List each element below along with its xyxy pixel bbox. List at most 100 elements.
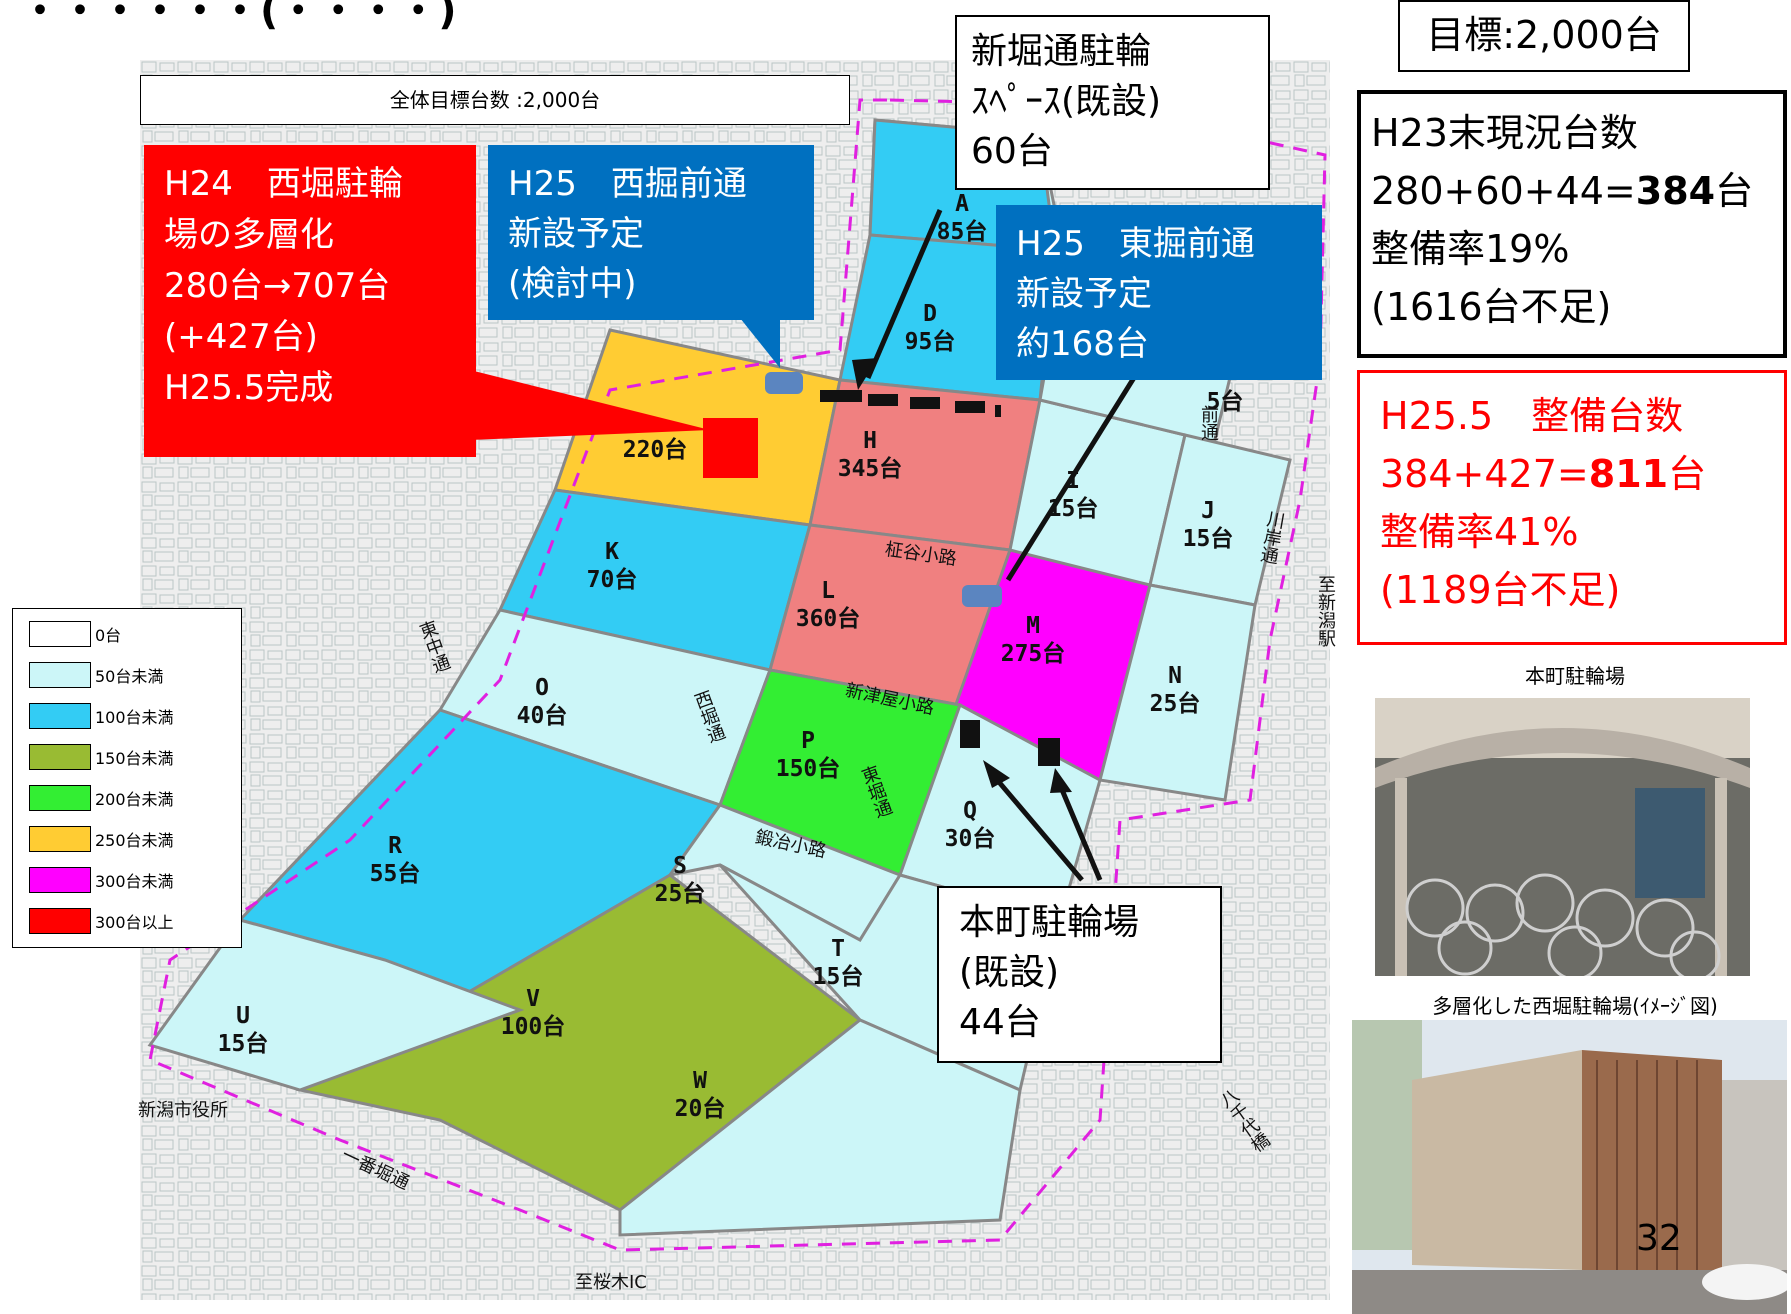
legend-label: 50台未満 [95,666,164,686]
callout-line: H25 東掘前通 [1016,224,1255,264]
callout-honcho-existing: 本町駐輪場 (既設) 44台 [937,886,1222,1063]
callout-line: 本町駐輪場 [959,902,1140,943]
street-label-mae: 前通 [1198,405,1219,441]
status-line: (1616台不足) [1371,285,1612,329]
zone-label-F: 5台 [1206,389,1244,415]
status-line: 280+60+44=384台 [1371,169,1754,213]
legend-item: 300台以上 [29,900,241,941]
legend-label: 0台 [95,625,122,645]
legend-item: 250台未満 [29,818,241,859]
legend-label: 250台未満 [95,830,174,850]
legend-label: 200台未満 [95,789,174,809]
status-line: H25.5 整備台数 [1380,394,1684,438]
status-line: 384+427=811台 [1380,452,1707,496]
status-line: 整備率19% [1371,227,1570,271]
callout-pointer-nishibori-mae [740,318,780,368]
legend-label: 100台未満 [95,707,174,727]
legend-swatch [29,866,91,893]
photo-caption-honcho: 本町駐輪場 [1525,664,1625,688]
legend-item: 100台未満 [29,695,241,736]
legend-label: 300台以上 [95,912,174,932]
label-city-hall: 新潟市役所 [138,1100,228,1121]
callout-shinbori-existing: 新堀通駐輪 ｽﾍﾟｰｽ(既設) 60台 [955,15,1270,190]
callout-line: 新堀通駐輪 [971,31,1152,72]
status-2013-box: H25.5 整備台数 384+427=811台 整備率41% (1189台不足) [1357,370,1787,645]
callout-line: ｽﾍﾟｰｽ(既設) [971,81,1162,122]
status-line: H23末現況台数 [1371,111,1638,155]
page-number: 32 [1636,1218,1682,1259]
callout-arrows [852,209,1148,882]
callout-line: 60台 [971,131,1053,172]
callout-pointer-nishibori [470,370,710,440]
callout-line: 44台 [959,1002,1041,1043]
status-line: (1189台不足) [1380,568,1621,612]
callout-line: H25.5完成 [164,368,334,408]
page-title-fragment: ・・・・・・(・・・・) [20,0,457,34]
legend-item: 50台未満 [29,654,241,695]
legend-item: 300台未満 [29,859,241,900]
legend-item: 200台未満 [29,777,241,818]
legend-item: 150台未満 [29,736,241,777]
legend-label: 150台未満 [95,748,174,768]
callout-line: (+427台) [164,317,318,357]
honcho-parking-photo [1375,698,1750,976]
callout-line: 新設予定 [508,214,644,254]
parking-marker-nishibori [703,418,758,478]
legend-swatch [29,743,91,770]
honcho-parking-1 [960,720,980,748]
callout-line: H25 西掘前通 [508,164,747,204]
callout-line: 280台→707台 [164,266,391,306]
callout-line: 場の多層化 [164,215,334,255]
callout-nishibori-expansion: H24 西堀駐輪 場の多層化 280台→707台 (+427台) H25.5完成 [144,145,476,457]
zone-W [618,1018,1022,1237]
zone-N [1098,583,1257,802]
nishibori-rendering-image [1352,1020,1787,1314]
parking-marker-higashibori-mae [962,585,1002,607]
target-box: 目標:2,000台 [1398,0,1690,72]
legend-swatch [29,702,91,729]
callout-line: H24 西堀駐輪 [164,164,403,204]
legend-swatch [29,784,91,811]
legend: 0台 50台未満 100台未満 150台未満 200台未満 250台未満 300… [12,608,242,948]
callout-line: 約168台 [1016,324,1149,364]
callout-nishibori-mae: H25 西掘前通 新設予定 (検討中) [488,145,814,320]
photo-caption-nishibori-image: 多層化した西堀駐輪場(ｲﾒｰｼﾞ図) [1432,994,1718,1018]
label-to-sakuragi-ic: 至桜木IC [575,1272,647,1293]
status-2011-box: H23末現況台数 280+60+44=384台 整備率19% (1616台不足) [1357,90,1787,358]
callout-line: 新設予定 [1016,274,1152,314]
shinbori-existing-spaces [820,390,1001,417]
legend-swatch [29,661,91,688]
zone-label-G: 220台 [622,437,688,463]
zone-U [147,918,525,1092]
parking-marker-nishibori-mae [765,372,803,394]
legend-label: 300台未満 [95,871,174,891]
map-title-box: 全体目標台数 :2,000台 [140,75,850,125]
legend-swatch [29,620,91,647]
callout-higashibori-mae: H25 東掘前通 新設予定 約168台 [996,205,1322,380]
legend-swatch [29,825,91,852]
label-to-niigata-station: 至新潟駅 [1315,575,1336,647]
status-line: 整備率41% [1380,510,1579,554]
legend-swatch [29,907,91,934]
legend-item: 0台 [29,613,241,654]
honcho-parking-2 [1038,738,1060,766]
callout-line: (既設) [959,952,1060,993]
callout-line: (検討中) [508,264,637,304]
